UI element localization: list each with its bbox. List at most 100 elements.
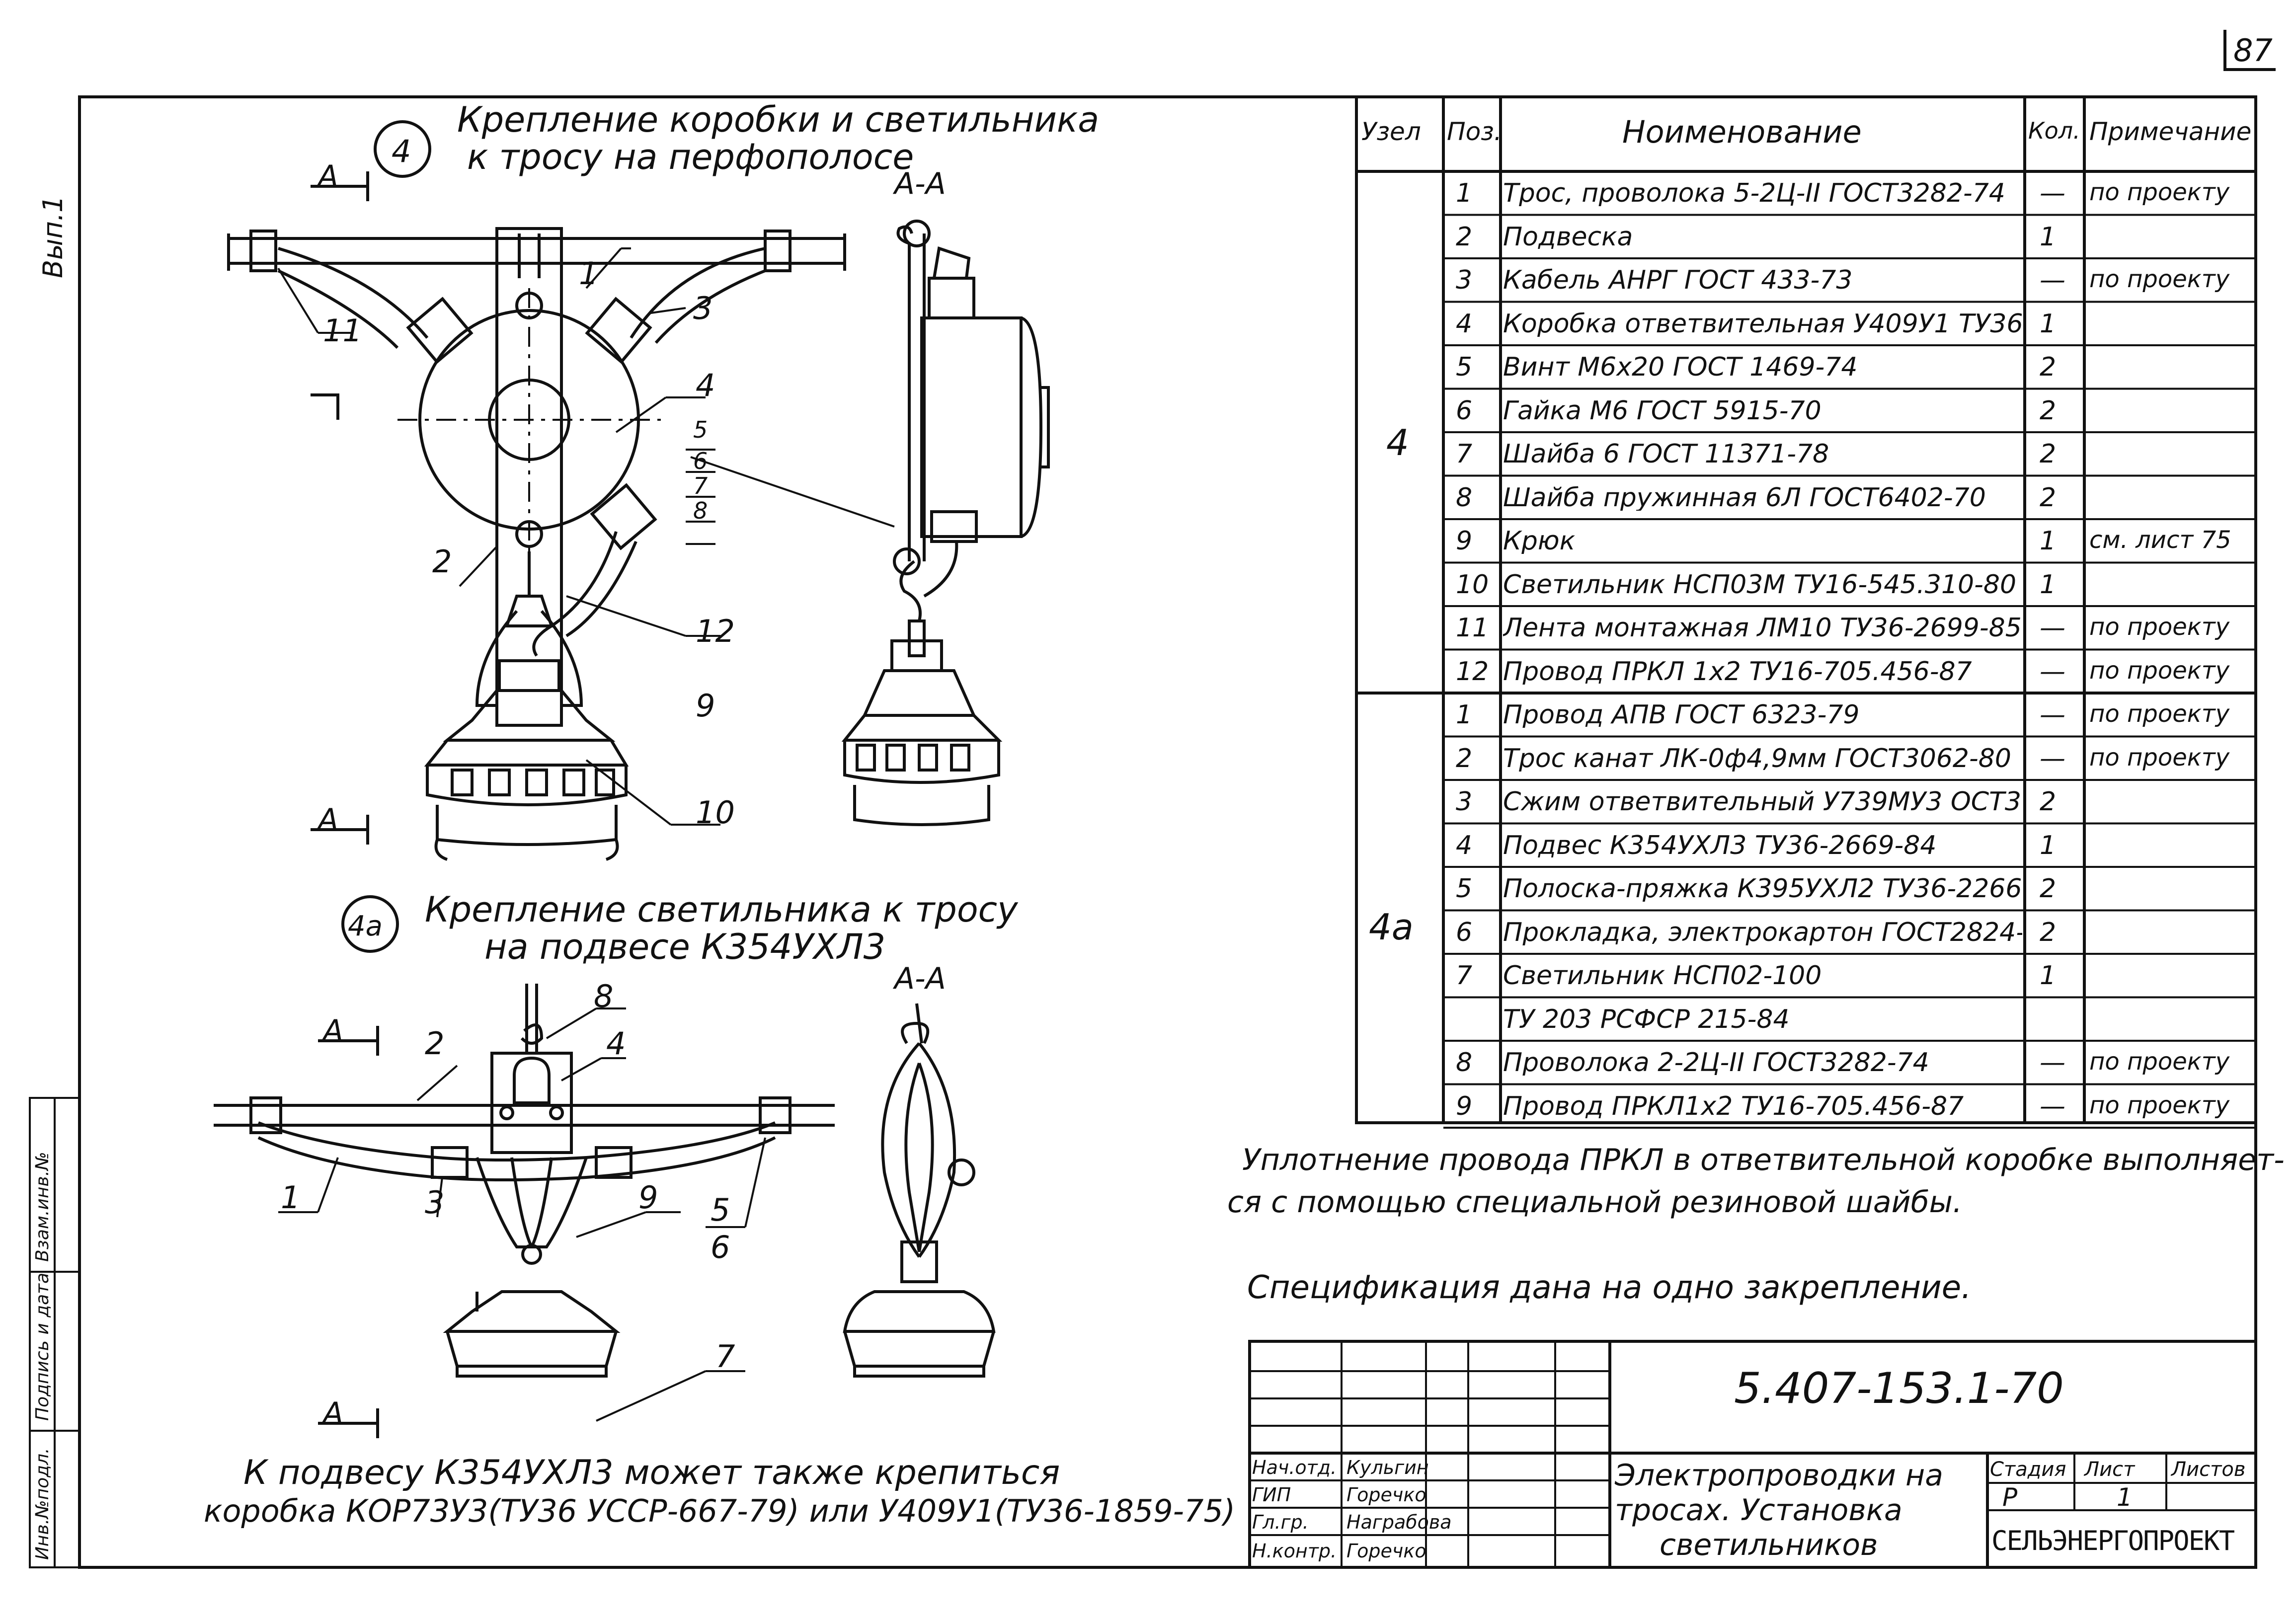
spec-cell-name: Шайба 6 ГОСТ 11371-78 xyxy=(1503,441,1829,467)
d4-callout-3: 3 xyxy=(693,290,713,326)
spec-cell-pos: 4 xyxy=(1456,309,1473,339)
stamp-label-2: Подпись и дата xyxy=(32,1272,53,1421)
note-line-2: ся с помощью специальной резиновой шайбы… xyxy=(1227,1185,1963,1220)
spec-table-grid xyxy=(1355,95,2257,1129)
spec-cell-qty: 2 xyxy=(2040,482,2057,513)
detail-4-circle xyxy=(374,120,431,178)
spec-cell-pos: 11 xyxy=(1456,613,1489,643)
spec-cell-name: Полоска-пряжка К395УХЛ2 ТУ36-2266-80 xyxy=(1503,876,2022,902)
spec-cell-note: по проекту xyxy=(2089,700,2230,728)
spec-cell-name: Провод ПРКЛ 1х2 ТУ16-705.456-87 xyxy=(1503,658,1972,685)
detail-4a-section-mark-bottom: А xyxy=(323,1396,344,1431)
note-line-1: Уплотнение провода ПРКЛ в ответвительной… xyxy=(1242,1143,2285,1177)
signer-name-4: Горечко xyxy=(1346,1540,1426,1562)
d4-callout-5: 5 xyxy=(693,416,708,443)
spec-cell-name: Светильник НСП03М ТУ16-545.310-80 xyxy=(1503,571,2017,598)
spec-cell-qty: — xyxy=(2040,743,2065,773)
doc-title-2: тросах. Установка xyxy=(1615,1493,1902,1528)
d4-callout-4: 4 xyxy=(696,367,715,403)
spec-cell-name: Трос канат ЛК-0ф4,9мм ГОСТ3062-80 xyxy=(1503,745,2011,772)
detail-4a-title-1: Крепление светильника к тросу xyxy=(425,889,1018,930)
detail-4-section-mark-bottom: А xyxy=(318,802,339,837)
spec-cell-qty: 2 xyxy=(2040,395,2057,426)
title-block-grid xyxy=(1248,1340,2257,1569)
stamp-label-3: Взам.инв.№ xyxy=(32,1152,53,1262)
spec-cell-name: Гайка М6 ГОСТ 5915-70 xyxy=(1503,397,1821,424)
spec-cell-pos: 9 xyxy=(1456,526,1473,556)
spec-cell-name: ТУ 203 РСФСР 215-84 xyxy=(1503,1006,1790,1032)
signer-name-2: Горечко xyxy=(1346,1484,1426,1506)
detail-4a-circle xyxy=(341,895,399,953)
spec-cell-name: Винт М6х20 ГОСТ 1469-74 xyxy=(1503,354,1858,380)
spec-cell-note: по проекту xyxy=(2089,656,2230,685)
spec-cell-pos: 6 xyxy=(1456,917,1473,947)
signer-role-3: Гл.гр. xyxy=(1252,1511,1309,1533)
d4-callout-7: 7 xyxy=(693,472,708,499)
sheet-label: Лист xyxy=(2084,1458,2135,1481)
spec-cell-qty: — xyxy=(2040,1048,2065,1078)
d4a-callout-4: 4 xyxy=(606,1025,626,1062)
detail-4-section-view xyxy=(841,220,1050,826)
header-qty: Кол. xyxy=(2028,117,2080,144)
signer-role-1: Нач.отд. xyxy=(1252,1457,1337,1478)
spec-cell-pos: 8 xyxy=(1456,1048,1473,1078)
signer-role-2: ГИП xyxy=(1252,1484,1291,1506)
spec-cell-name: Светильник НСП02-100 xyxy=(1503,963,1822,989)
spec-cell-qty: 2 xyxy=(2040,787,2057,817)
signer-name-1: Кульгин xyxy=(1346,1457,1429,1478)
spec-cell-note: по проекту xyxy=(2089,613,2230,641)
spec-cell-qty: 2 xyxy=(2040,352,2057,382)
d4-callout-1: 1 xyxy=(579,255,599,292)
d4-callout-12: 12 xyxy=(696,613,735,649)
header-name: Ноименование xyxy=(1622,114,1862,150)
spec-cell-qty: 2 xyxy=(2040,917,2057,947)
spec-cell-note: по проекту xyxy=(2089,743,2230,772)
spec-cell-pos: 9 xyxy=(1456,1091,1473,1121)
spec-cell-pos: 5 xyxy=(1456,352,1473,382)
detail-4a-title-2: на подвесе К354УХЛ3 xyxy=(484,927,886,967)
note-line-3: Спецификация дана на одно закрепление. xyxy=(1247,1269,1972,1306)
spec-cell-name: Сжим ответвительный У739МУ3 ОСТ36-66-82 xyxy=(1503,789,2022,815)
detail-4-section-mark-top: А xyxy=(318,159,339,194)
spec-cell-qty: — xyxy=(2040,656,2065,687)
d4a-callout-1: 1 xyxy=(281,1179,301,1216)
signer-name-3: Награбова xyxy=(1346,1511,1452,1533)
spec-cell-pos: 2 xyxy=(1456,222,1473,252)
spec-cell-note: по проекту xyxy=(2089,1048,2230,1076)
spec-cell-qty: 2 xyxy=(2040,439,2057,469)
d4a-callout-8: 8 xyxy=(594,978,614,1014)
d4-callout-10: 10 xyxy=(696,794,735,831)
stamp-label-1: Инв.№подл. xyxy=(32,1448,53,1560)
spec-cell-name: Провод ПРКЛ1х2 ТУ16-705.456-87 xyxy=(1503,1093,1964,1119)
header-pos: Поз. xyxy=(1447,117,1502,146)
bottom-note-line-1: К подвесу К354УХЛ3 может также крепиться xyxy=(243,1453,1060,1492)
d4a-callout-3: 3 xyxy=(425,1184,445,1221)
d4a-callout-7: 7 xyxy=(715,1338,735,1375)
spec-cell-pos: 12 xyxy=(1456,656,1489,687)
spec-cell-name: Кабель АНРГ ГОСТ 433-73 xyxy=(1503,267,1853,293)
detail-4-title-1: Крепление коробки и светильника xyxy=(457,99,1100,140)
spec-cell-qty: — xyxy=(2040,700,2065,730)
sheet-number-box xyxy=(2223,30,2276,71)
spec-cell-pos: 1 xyxy=(1456,178,1473,208)
doc-title-3: светильников xyxy=(1660,1528,1878,1562)
spec-cell-qty: — xyxy=(2040,178,2065,208)
doc-title-1: Электропроводки на xyxy=(1615,1458,1944,1493)
spec-cell-qty: 1 xyxy=(2040,569,2057,600)
d4a-callout-2: 2 xyxy=(425,1025,445,1062)
spec-cell-name: Коробка ответвительная У409У1 ТУ36-1859-… xyxy=(1503,310,2022,337)
detail-4-front-view xyxy=(227,171,895,861)
detail-4a-section-mark-top: А xyxy=(323,1013,344,1048)
spec-cell-name: Проволока 2-2Ц-II ГОСТ3282-74 xyxy=(1503,1050,1929,1076)
d4-callout-8: 8 xyxy=(693,497,708,524)
spec-cell-qty: — xyxy=(2040,265,2065,295)
detail-4a-number: 4а xyxy=(348,910,383,942)
header-node: Узел xyxy=(1361,117,1421,146)
detail-4a-section-label: А-А xyxy=(894,961,946,996)
spec-cell-name: Прокладка, электрокартон ГОСТ2824-86 xyxy=(1503,919,2022,945)
spec-cell-qty: 1 xyxy=(2040,961,2057,991)
header-note: Примечание xyxy=(2089,117,2252,146)
d4a-callout-9: 9 xyxy=(638,1179,658,1216)
spec-cell-pos: 8 xyxy=(1456,482,1473,513)
